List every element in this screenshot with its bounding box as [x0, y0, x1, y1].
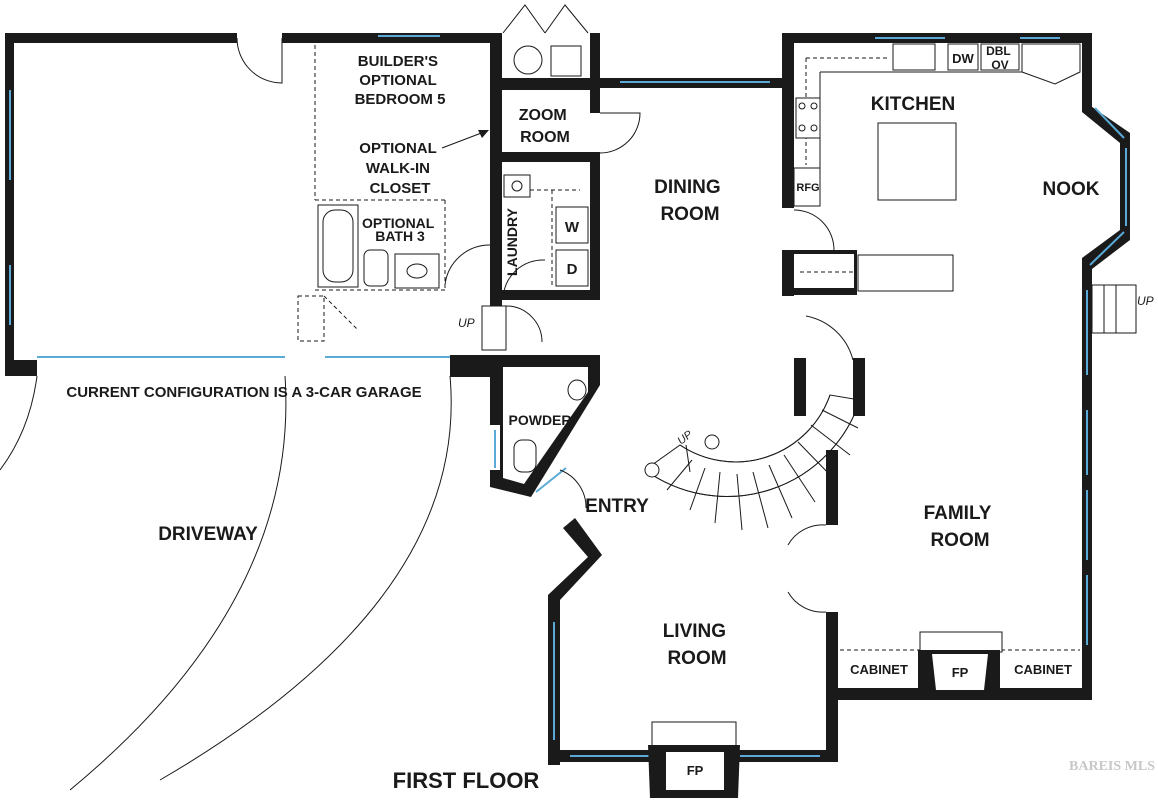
right-step: [1091, 284, 1137, 334]
washer-label: W: [565, 219, 580, 236]
svg-text:OPTIONAL WALK-IN C: OPTIONAL WALK-IN CLOSET: [359, 140, 440, 197]
powder-fixtures: [494, 379, 587, 493]
living-label-2: ROOM: [667, 648, 726, 669]
family-door-bottom: [787, 591, 827, 613]
right-step-up-label: UP: [1137, 294, 1154, 308]
cabinet-right-label: CABINET: [1014, 662, 1072, 677]
svg-text:BUILDER'S OPTIONAL: BUILDER'S OPTIONAL BEDROOM 5: [355, 53, 446, 108]
driveway-label: DRIVEWAY: [158, 524, 258, 545]
living-fp-label: FP: [687, 763, 704, 778]
closet-label-1: OPTIONAL: [359, 140, 436, 157]
dining-label-1: DINING: [654, 177, 721, 198]
zoom-door-swing: [599, 112, 641, 154]
refrigerator-label: RFG: [796, 182, 819, 194]
optional-room-dashed-outline: [297, 45, 446, 342]
oven-label-2: OV: [991, 58, 1008, 72]
living-fireplace: [648, 721, 740, 798]
curved-staircase: [644, 394, 861, 531]
living-windows: [553, 622, 820, 757]
bedroom-label-3: BEDROOM 5: [355, 91, 446, 108]
stair-up-label: UP: [675, 428, 695, 447]
nook-label: NOOK: [1043, 179, 1100, 200]
laundry-door-swing: [502, 259, 546, 301]
zoom-label-1: ZOOM: [519, 107, 567, 124]
garage-step: [481, 305, 543, 351]
family-door-top: [787, 524, 827, 546]
labels: BUILDER'S OPTIONAL BEDROOM 5 OPTIONAL WA…: [66, 44, 1155, 793]
walkin-arrow: [441, 130, 489, 149]
svg-text:DBL OV: DBL OV: [986, 44, 1014, 72]
dryer-label: D: [567, 261, 578, 278]
dishwasher-label: DW: [952, 51, 974, 66]
powder-label: POWDER: [509, 412, 572, 428]
floor-title: FIRST FLOOR: [393, 768, 540, 793]
svg-text:DINING ROOM: DINING ROOM: [654, 177, 726, 225]
family-fireplace: [840, 631, 1080, 690]
svg-text:FAMILY ROOM: FAMILY ROOM: [924, 503, 997, 551]
zoom-label-2: ROOM: [520, 129, 570, 146]
cabinet-left-label: CABINET: [850, 662, 908, 677]
kitchen-label: KITCHEN: [871, 94, 955, 115]
kitchen-door-swing: [793, 209, 835, 251]
garage-note: CURRENT CONFIGURATION IS A 3-CAR GARAGE: [66, 384, 421, 401]
stair-walls: [794, 315, 865, 416]
closet-label-2: WALK-IN: [366, 160, 430, 177]
optional-bath-fixtures: [317, 204, 440, 289]
bedroom-label-1: BUILDER'S: [358, 53, 438, 70]
garage-side-door: [236, 37, 283, 84]
bath-label-2: BATH 3: [375, 228, 425, 244]
entry-label: ENTRY: [585, 496, 649, 517]
bedroom-label-2: OPTIONAL: [359, 72, 436, 89]
family-fp-label: FP: [952, 665, 969, 680]
family-label-2: ROOM: [930, 530, 989, 551]
family-label-1: FAMILY: [924, 503, 992, 524]
closet-pantry: [502, 4, 589, 77]
watermark: BAREIS MLS: [1069, 759, 1155, 774]
laundry-label: LAUNDRY: [504, 207, 520, 276]
oven-label-1: DBL: [986, 44, 1010, 58]
living-label-1: LIVING: [663, 621, 726, 642]
closet-label-3: CLOSET: [370, 180, 431, 197]
kitchen-counters: [793, 43, 1081, 292]
laundry-fixtures: [503, 174, 589, 287]
garage-walls: [5, 33, 502, 377]
bath-label-1: OPTIONAL: [362, 215, 435, 231]
bath-door-swing: [444, 244, 491, 286]
garage-door-arcs: [0, 375, 452, 791]
service-walls: [490, 33, 794, 300]
svg-text:OPTIONAL BATH 3: OPTIONAL BATH 3: [362, 215, 438, 244]
kitchen-windows: [875, 37, 1127, 645]
garage-step-up-label: UP: [458, 316, 475, 330]
entry-door-swing: [559, 469, 587, 509]
svg-text:ZOOM ROOM: ZOOM ROOM: [519, 107, 571, 146]
garage-windows: [9, 35, 450, 358]
dining-label-2: ROOM: [660, 204, 719, 225]
svg-text:LIVING ROOM: LIVING ROOM: [663, 621, 732, 669]
